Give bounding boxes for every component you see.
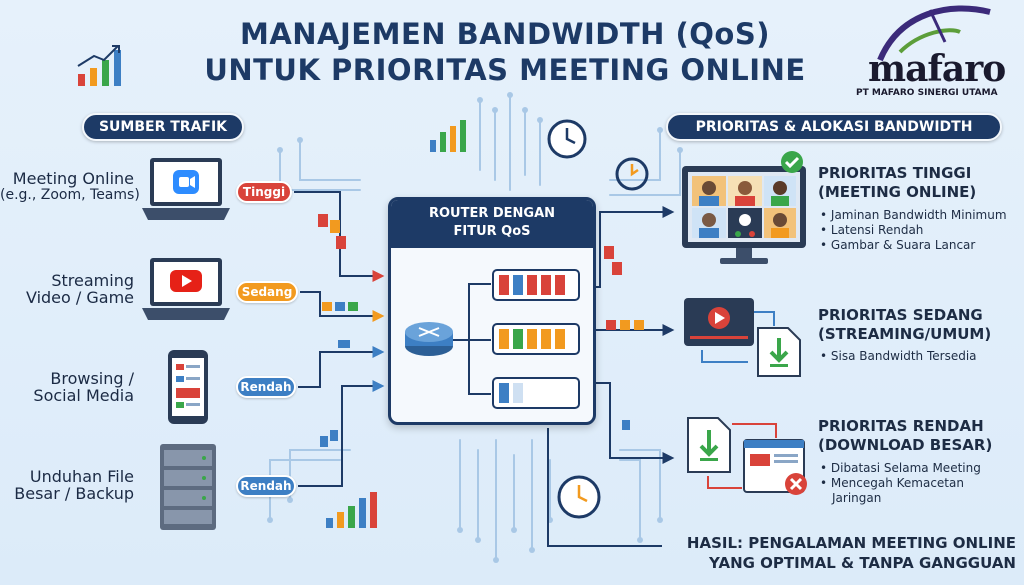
laptop-video-icon — [142, 158, 230, 220]
source-browsing-line2: Social Media — [33, 386, 134, 405]
priority-low-item: Mencegah Kemacetan — [820, 476, 981, 491]
priority-medium-title-line1: PRIORITAS SEDANG — [818, 306, 983, 324]
result-line2: YANG OPTIMAL & TANPA GANGGUAN — [709, 554, 1016, 572]
company-logo: mafaro PT MAFARO SINERGI UTAMA — [850, 2, 1022, 102]
priority-low-item-continued-text: Jaringan — [832, 491, 882, 505]
priority-high-item: Gambar & Suara Lancar — [820, 238, 1007, 253]
bar-chart-icon — [77, 45, 121, 86]
tag-low-browsing: Rendah — [236, 376, 296, 398]
router-header: ROUTER DENGAN FITUR QoS — [391, 200, 593, 248]
source-streaming-line2: Video / Game — [25, 288, 134, 307]
source-browsing-line1: Browsing / — [50, 369, 134, 388]
priority-high-title-line1: PRIORITAS TINGGI — [818, 164, 972, 182]
source-meeting-line2: (e.g., Zoom, Teams) — [0, 187, 140, 203]
priority-high-title-line2: (MEETING ONLINE) — [818, 183, 977, 201]
router-internals — [405, 269, 580, 409]
priority-medium-title-line2: (STREAMING/UMUM) — [818, 325, 992, 343]
source-download-line2: Besar / Backup — [14, 484, 134, 503]
result-line1: HASIL: PENGALAMAN MEETING ONLINE — [686, 534, 1016, 552]
router-title-line1: ROUTER DENGAN — [428, 206, 556, 221]
laptop-play-icon — [142, 258, 230, 320]
priority-high-item: Latensi Rendah — [820, 223, 1007, 238]
source-browsing-label: Browsing / Social Media — [0, 370, 134, 404]
clock-icon-bottom — [557, 475, 601, 519]
priority-medium-item: Sisa Bandwidth Tersedia — [820, 349, 977, 364]
logo-text: mafaro — [868, 48, 1006, 90]
stopwatch-icon — [615, 157, 649, 191]
source-meeting-line1: Meeting Online — [12, 169, 134, 188]
priority-low-item-continued: Jaringan — [820, 491, 981, 506]
priority-high-item: Jaminan Bandwidth Minimum — [820, 208, 1007, 223]
router-title-line2: FITUR QoS — [453, 224, 531, 239]
page-title: MANAJEMEN BANDWIDTH (QoS) UNTUK PRIORITA… — [180, 16, 830, 88]
server-icon — [160, 444, 216, 530]
priority-medium-list: Sisa Bandwidth Tersedia — [820, 349, 977, 364]
monitor-video-call-icon — [682, 151, 806, 264]
tag-high: Tinggi — [236, 181, 292, 203]
logo-subtitle: PT MAFARO SINERGI UTAMA — [856, 88, 998, 98]
priority-low-item: Dibatasi Selama Meeting — [820, 461, 981, 476]
title-line-2: UNTUK PRIORITAS MEETING ONLINE — [204, 53, 806, 87]
source-download-label: Unduhan File Besar / Backup — [0, 468, 134, 502]
source-download-line1: Unduhan File — [29, 467, 134, 486]
priority-high-title: PRIORITAS TINGGI (MEETING ONLINE) — [818, 164, 976, 202]
priority-low-title-line2: (DOWNLOAD BESAR) — [818, 436, 993, 454]
priority-low-title-line1: PRIORITAS RENDAH — [818, 417, 984, 435]
left-section-header: SUMBER TRAFIK — [82, 113, 244, 141]
video-download-icon — [684, 298, 801, 377]
signal-bars-icon — [430, 120, 466, 152]
logo-swoosh-icon — [877, 5, 991, 62]
source-streaming-line1: Streaming — [51, 271, 134, 290]
clock-icon — [547, 119, 587, 159]
priority-high-list: Jaminan Bandwidth Minimum Latensi Rendah… — [820, 208, 1007, 253]
tag-medium: Sedang — [236, 281, 298, 303]
source-streaming-label: Streaming Video / Game — [0, 272, 134, 306]
tag-low-download: Rendah — [236, 475, 296, 497]
priority-low-list: Dibatasi Selama Meeting Mencegah Kemacet… — [820, 461, 981, 506]
title-line-1: MANAJEMEN BANDWIDTH (QoS) — [239, 17, 770, 51]
phone-icon — [168, 350, 208, 424]
result-text: HASIL: PENGALAMAN MEETING ONLINE YANG OP… — [660, 533, 1016, 573]
source-meeting-label: Meeting Online (e.g., Zoom, Teams) — [0, 169, 140, 204]
right-section-header: PRIORITAS & ALOKASI BANDWIDTH — [666, 113, 1002, 141]
download-blocked-icon — [687, 417, 807, 495]
signal-bars-icon-bottom — [326, 492, 377, 528]
router-qos-box: ROUTER DENGAN FITUR QoS — [388, 197, 596, 425]
priority-medium-title: PRIORITAS SEDANG (STREAMING/UMUM) — [818, 306, 991, 344]
priority-low-title: PRIORITAS RENDAH (DOWNLOAD BESAR) — [818, 417, 992, 455]
